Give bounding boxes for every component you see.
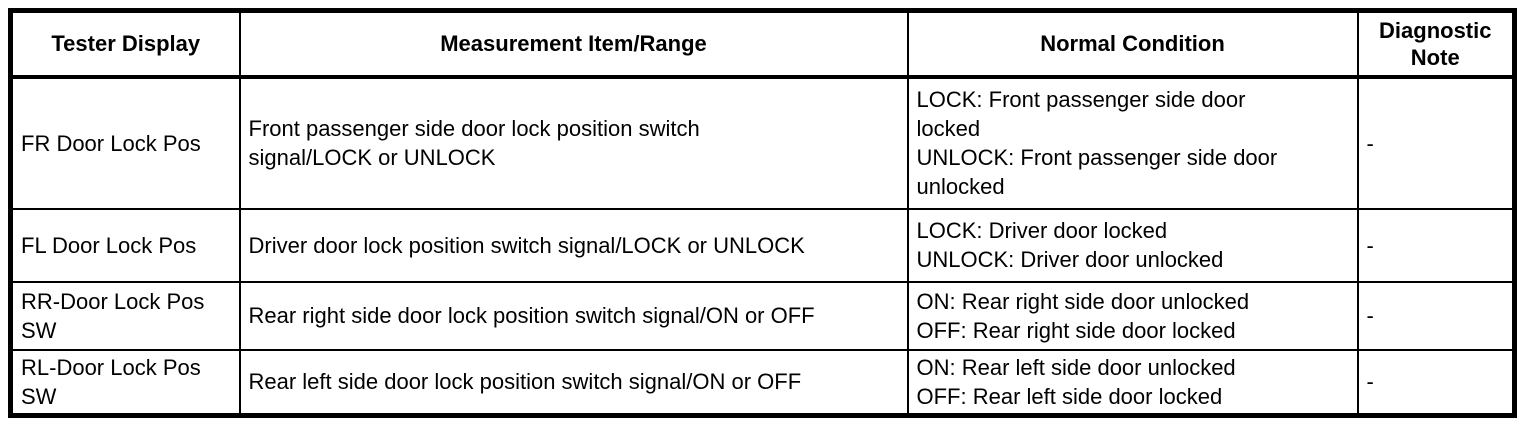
cell-diagnostic-note: - xyxy=(1356,207,1516,283)
cell-diagnostic-note: - xyxy=(1356,348,1516,416)
cell-tester-display: FL Door Lock Pos xyxy=(9,207,241,283)
table-row: RR-Door Lock Pos SW Rear right side door… xyxy=(9,280,1516,351)
cell-diagnostic-note: - xyxy=(1356,75,1516,210)
cell-normal-condition: LOCK: Front passenger side door locked U… xyxy=(906,75,1359,210)
header-row: Tester Display Measurement Item/Range No… xyxy=(9,9,1516,79)
table-row: FL Door Lock Pos Driver door lock positi… xyxy=(9,207,1516,283)
column-header-tester-display: Tester Display xyxy=(9,9,241,79)
column-header-measurement-item-range: Measurement Item/Range xyxy=(238,9,909,79)
cell-normal-condition: ON: Rear left side door unlocked OFF: Re… xyxy=(906,348,1359,416)
tester-data-table: Tester Display Measurement Item/Range No… xyxy=(8,8,1517,418)
data-list-table: Tester Display Measurement Item/Range No… xyxy=(8,8,1517,418)
cell-normal-condition: LOCK: Driver door locked UNLOCK: Driver … xyxy=(906,207,1359,283)
column-header-diagnostic-note: Diagnostic Note xyxy=(1356,9,1516,79)
cell-measurement-item-range: Rear left side door lock position switch… xyxy=(238,348,909,416)
cell-normal-condition: ON: Rear right side door unlocked OFF: R… xyxy=(906,280,1359,351)
table-row: RL-Door Lock Pos SW Rear left side door … xyxy=(9,348,1516,416)
cell-tester-display: FR Door Lock Pos xyxy=(9,75,241,210)
table-row: FR Door Lock Pos Front passenger side do… xyxy=(9,75,1516,210)
cell-tester-display: RL-Door Lock Pos SW xyxy=(9,348,241,416)
cell-measurement-item-range: Rear right side door lock position switc… xyxy=(238,280,909,351)
cell-measurement-item-range: Driver door lock position switch signal/… xyxy=(238,207,909,283)
cell-measurement-item-range: Front passenger side door lock position … xyxy=(238,75,909,210)
cell-tester-display: RR-Door Lock Pos SW xyxy=(9,280,241,351)
column-header-normal-condition: Normal Condition xyxy=(906,9,1359,79)
cell-diagnostic-note: - xyxy=(1356,280,1516,351)
